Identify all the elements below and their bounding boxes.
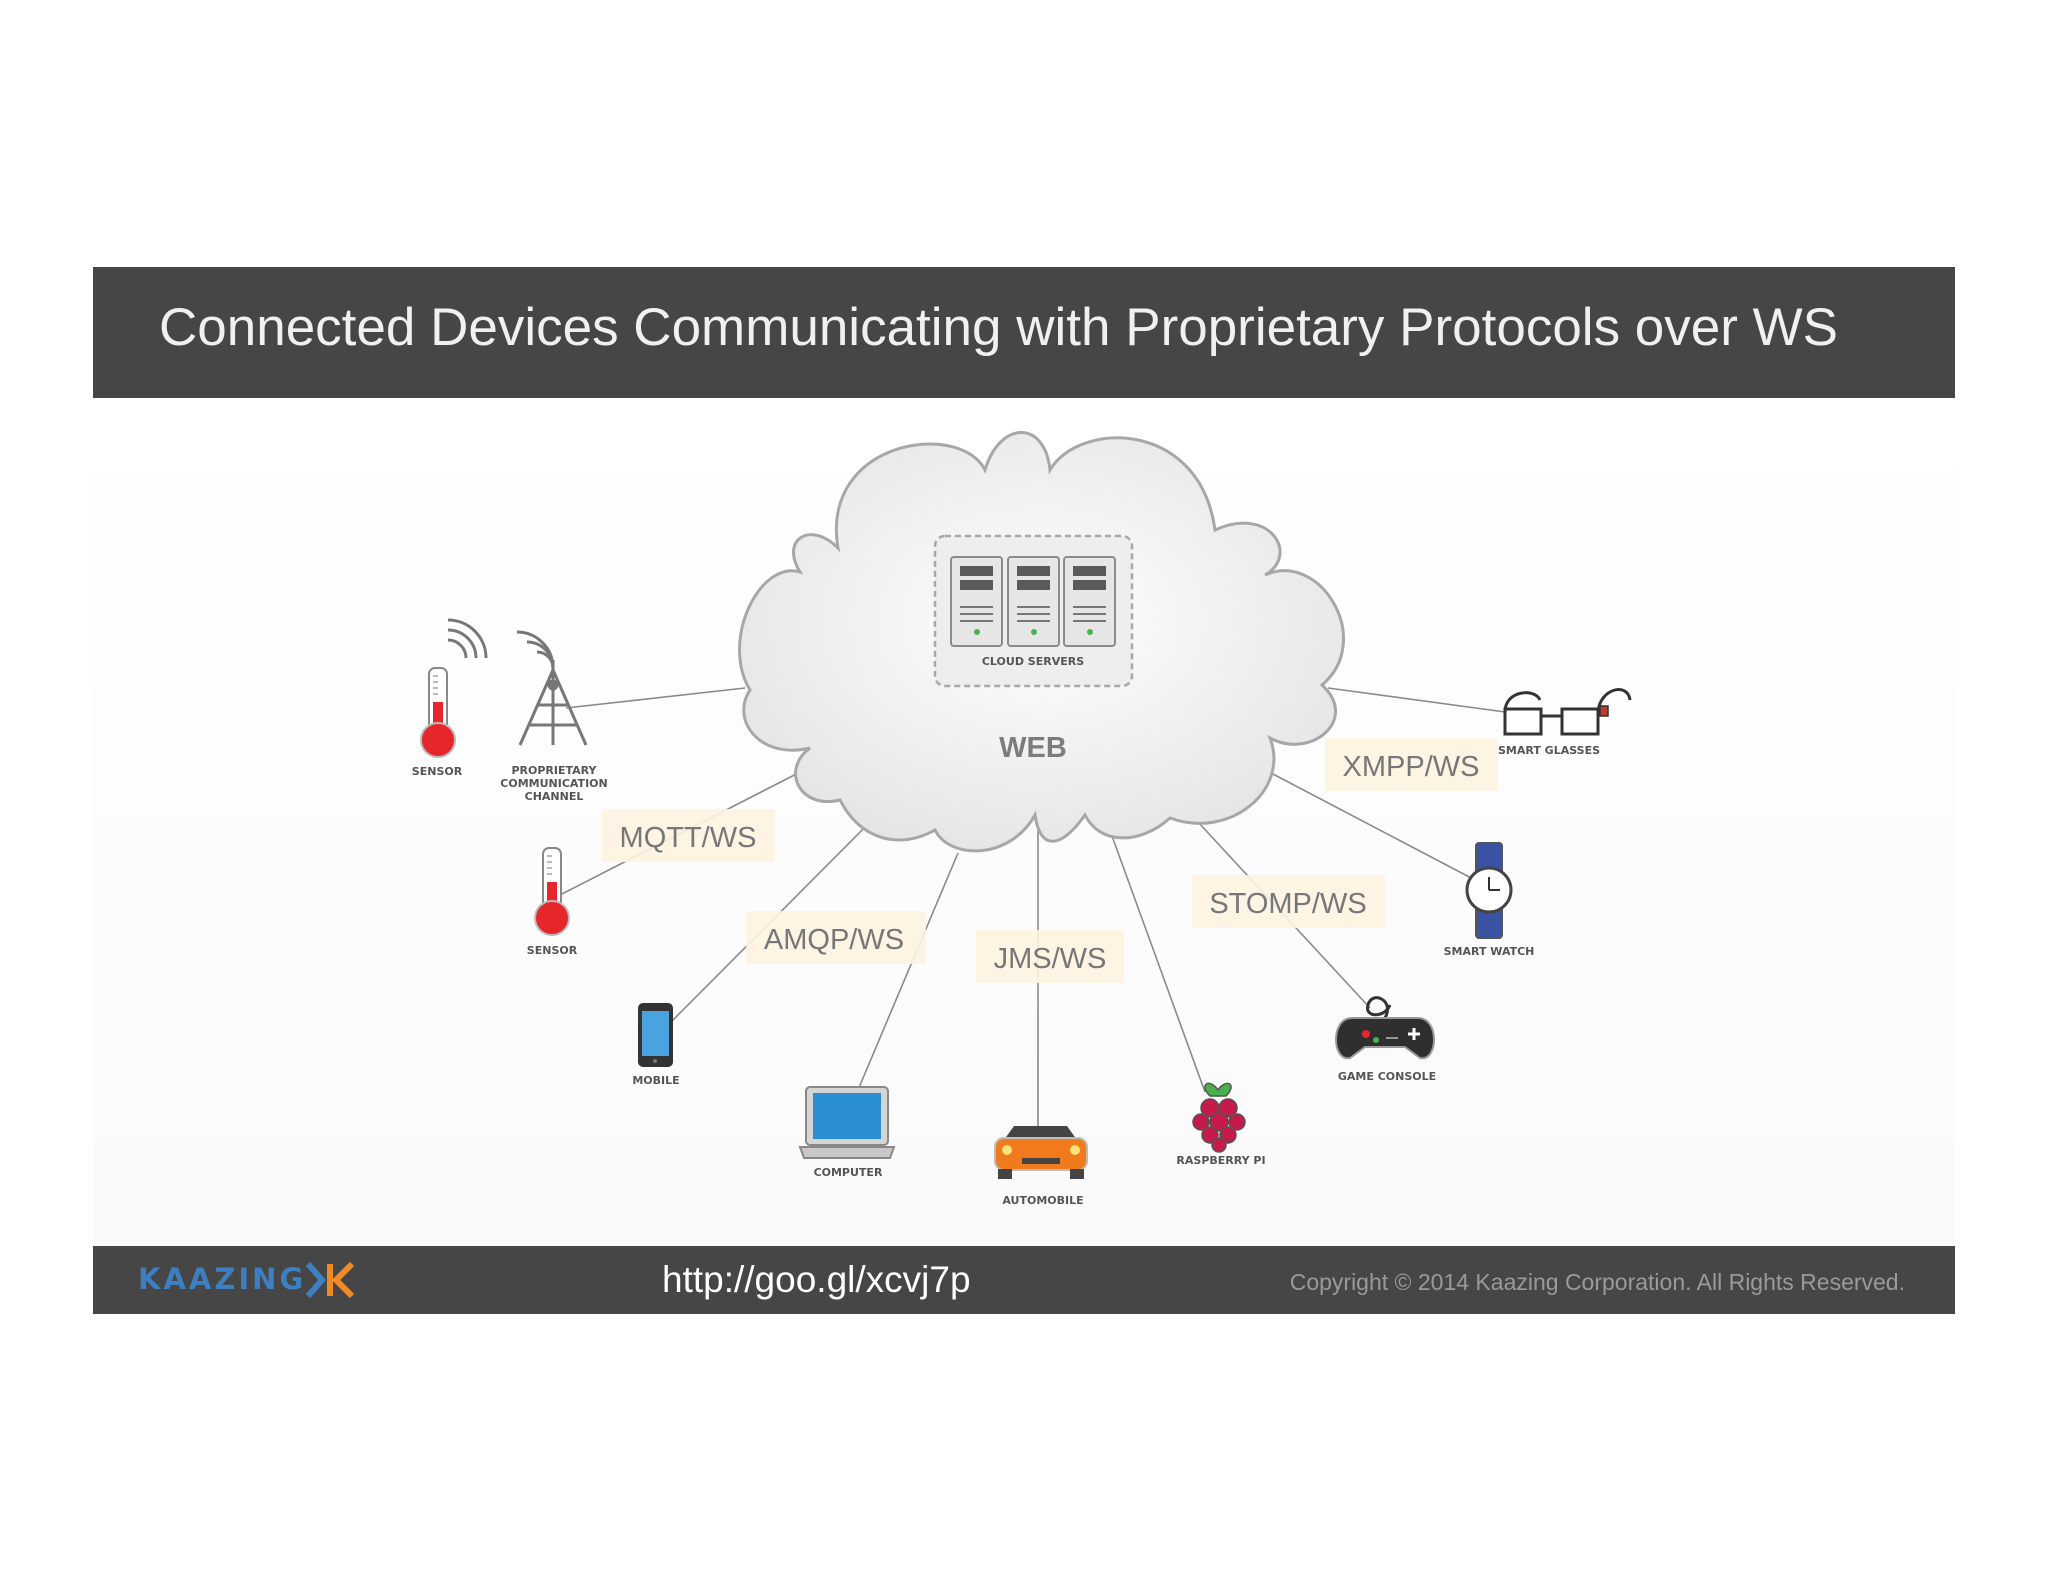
link-tower xyxy=(565,687,746,709)
gamepad-icon xyxy=(1335,996,1435,1060)
protocol-label: XMPP/WS xyxy=(1343,751,1480,783)
protocol-label: AMQP/WS xyxy=(764,924,904,956)
game-console-label: GAME CONSOLE xyxy=(1338,1070,1436,1083)
link-smart-watch xyxy=(1251,762,1476,881)
link-smart-glasses xyxy=(1327,687,1506,713)
smart-glasses-label: SMART GLASSES xyxy=(1498,744,1600,757)
glasses-icon xyxy=(1503,688,1632,736)
footer-bar: KAAZING http://goo.gl/xcvj7p Copyright ©… xyxy=(93,1246,1955,1314)
protocol-xmpp: XMPP/WS xyxy=(1325,738,1498,791)
mobile-label: MOBILE xyxy=(632,1074,679,1087)
proprietary-label: CHANNEL xyxy=(525,790,584,803)
link-computer xyxy=(857,852,959,1091)
protocol-stomp: STOMP/WS xyxy=(1192,875,1385,928)
protocol-label: MQTT/WS xyxy=(620,822,757,854)
link-raspberry xyxy=(1107,824,1206,1093)
protocol-amqp: AMQP/WS xyxy=(746,911,926,964)
server-icon xyxy=(1007,556,1060,647)
thermometer-icon xyxy=(534,847,570,936)
slide-title: Connected Devices Communicating with Pro… xyxy=(159,298,1838,357)
copyright-text: Copyright © 2014 Kaazing Corporation. Al… xyxy=(1289,1269,1905,1295)
raspberry-pi-label: RASPBERRY PI xyxy=(1176,1154,1265,1167)
protocol-mqtt: MQTT/WS xyxy=(602,809,775,862)
title-bar: Connected Devices Communicating with Pro… xyxy=(93,267,1955,398)
computer-label: COMPUTER xyxy=(814,1166,883,1179)
proprietary-label: COMMUNICATION xyxy=(500,777,607,790)
raspberry-icon xyxy=(1192,1082,1246,1153)
logo-text: KAAZING xyxy=(138,1262,307,1296)
automobile-label: AUTOMOBILE xyxy=(1002,1194,1083,1207)
watch-icon xyxy=(1465,842,1513,939)
sensor-label: SENSOR xyxy=(412,765,463,778)
proprietary-label: PROPRIETARY xyxy=(511,764,597,777)
k-logo-icon xyxy=(305,1261,355,1299)
protocol-label: STOMP/WS xyxy=(1209,888,1366,920)
protocol-jms: JMS/WS xyxy=(976,930,1124,983)
cloud-servers: CLOUD SERVERS xyxy=(933,534,1134,688)
servers-label: CLOUD SERVERS xyxy=(982,655,1084,668)
server-icon xyxy=(950,556,1003,647)
smart-watch-label: SMART WATCH xyxy=(1444,945,1535,958)
protocol-label: JMS/WS xyxy=(994,943,1107,975)
cloud-label: WEB xyxy=(999,732,1067,764)
short-url: http://goo.gl/xcvj7p xyxy=(662,1259,971,1300)
sensor-label: SENSOR xyxy=(527,944,578,957)
car-icon xyxy=(994,1126,1088,1179)
smartphone-icon xyxy=(638,1003,673,1067)
antenna-tower-icon xyxy=(516,630,588,746)
laptop-icon xyxy=(798,1086,896,1159)
thermometer-icon xyxy=(420,618,488,758)
server-icon xyxy=(1063,556,1116,647)
